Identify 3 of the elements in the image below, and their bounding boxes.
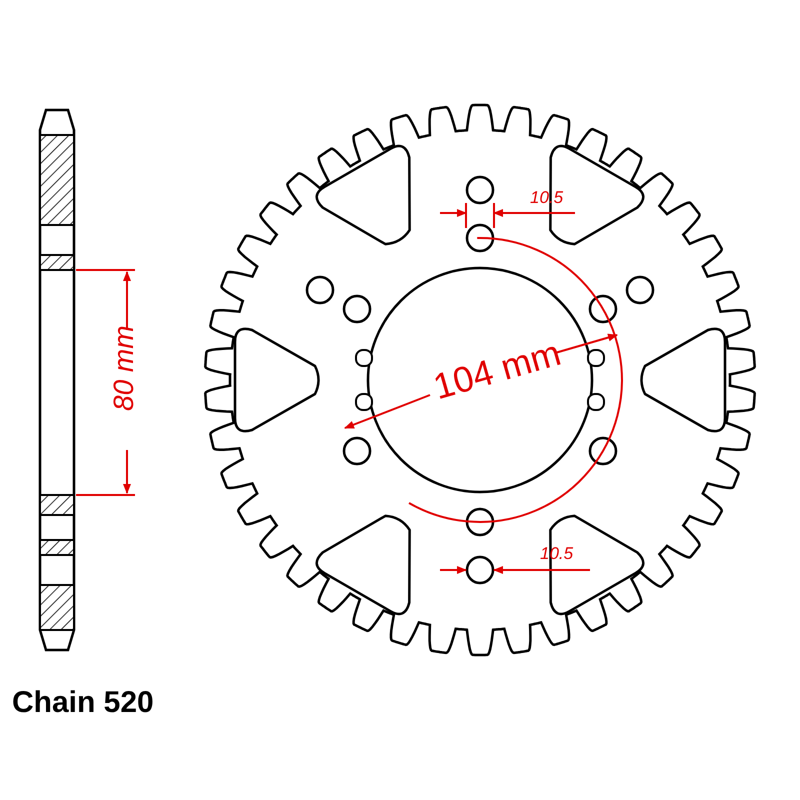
dimension-label: 104 mm <box>430 334 564 406</box>
dimension-label: 80 mm <box>110 325 138 411</box>
chain-size-label: Chain 520 <box>12 688 154 718</box>
